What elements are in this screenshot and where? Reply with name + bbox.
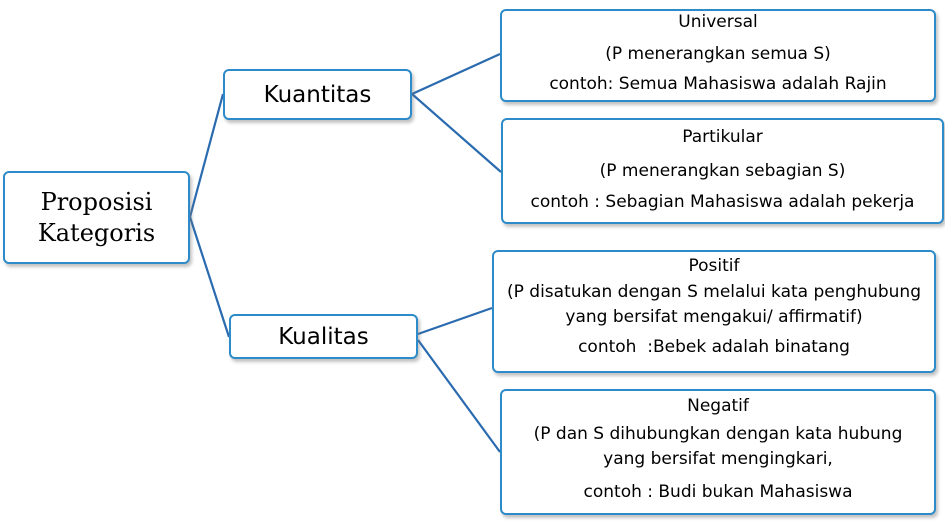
connector-root-kualitas [188,216,231,338]
leaf-description-universal: (P menerangkan semua S) [605,44,831,64]
connector-kuantitas-partikular [411,93,502,173]
branch-node-kualitas: Kualitas [229,314,418,359]
leaf-node-partikular: Partikular (P menerangkan sebagian S) co… [501,118,944,224]
leaf-example-partikular: contoh : Sebagian Mahasiswa adalah peker… [530,192,915,212]
leaf-title-negatif: Negatif [687,396,749,416]
leaf-node-universal: Universal (P menerangkan semua S) contoh… [500,9,936,102]
leaf-description-negatif: (P dan S dihubungkan dengan kata hubung … [533,424,903,469]
leaf-example-universal: contoh: Semua Mahasiswa adalah Rajin [549,74,887,94]
leaf-title-partikular: Partikular [682,127,763,147]
leaf-node-negatif: Negatif (P dan S dihubungkan dengan kata… [500,389,936,515]
root-node: Proposisi Kategoris [3,171,190,264]
leaf-example-positif: contoh :Bebek adalah binatang [578,337,850,357]
connector-kualitas-positif [417,306,493,336]
leaf-node-positif: Positif (P disatukan dengan S melalui ka… [492,250,936,373]
branch-label-kualitas: Kualitas [278,323,369,350]
leaf-title-positif: Positif [688,256,740,276]
connector-kuantitas-universal [411,52,501,96]
leaf-example-negatif: contoh : Budi bukan Mahasiswa [583,482,853,502]
branch-node-kuantitas: Kuantitas [223,69,412,120]
branch-label-kuantitas: Kuantitas [263,81,372,108]
leaf-description-partikular: (P menerangkan sebagian S) [599,161,846,181]
connector-root-kuantitas [188,93,225,218]
leaf-description-positif: (P disatukan dengan S melalui kata pengh… [507,282,921,327]
leaf-title-universal: Universal [678,12,758,32]
root-label: Proposisi Kategoris [37,187,156,247]
connector-kualitas-negatif [417,339,501,453]
